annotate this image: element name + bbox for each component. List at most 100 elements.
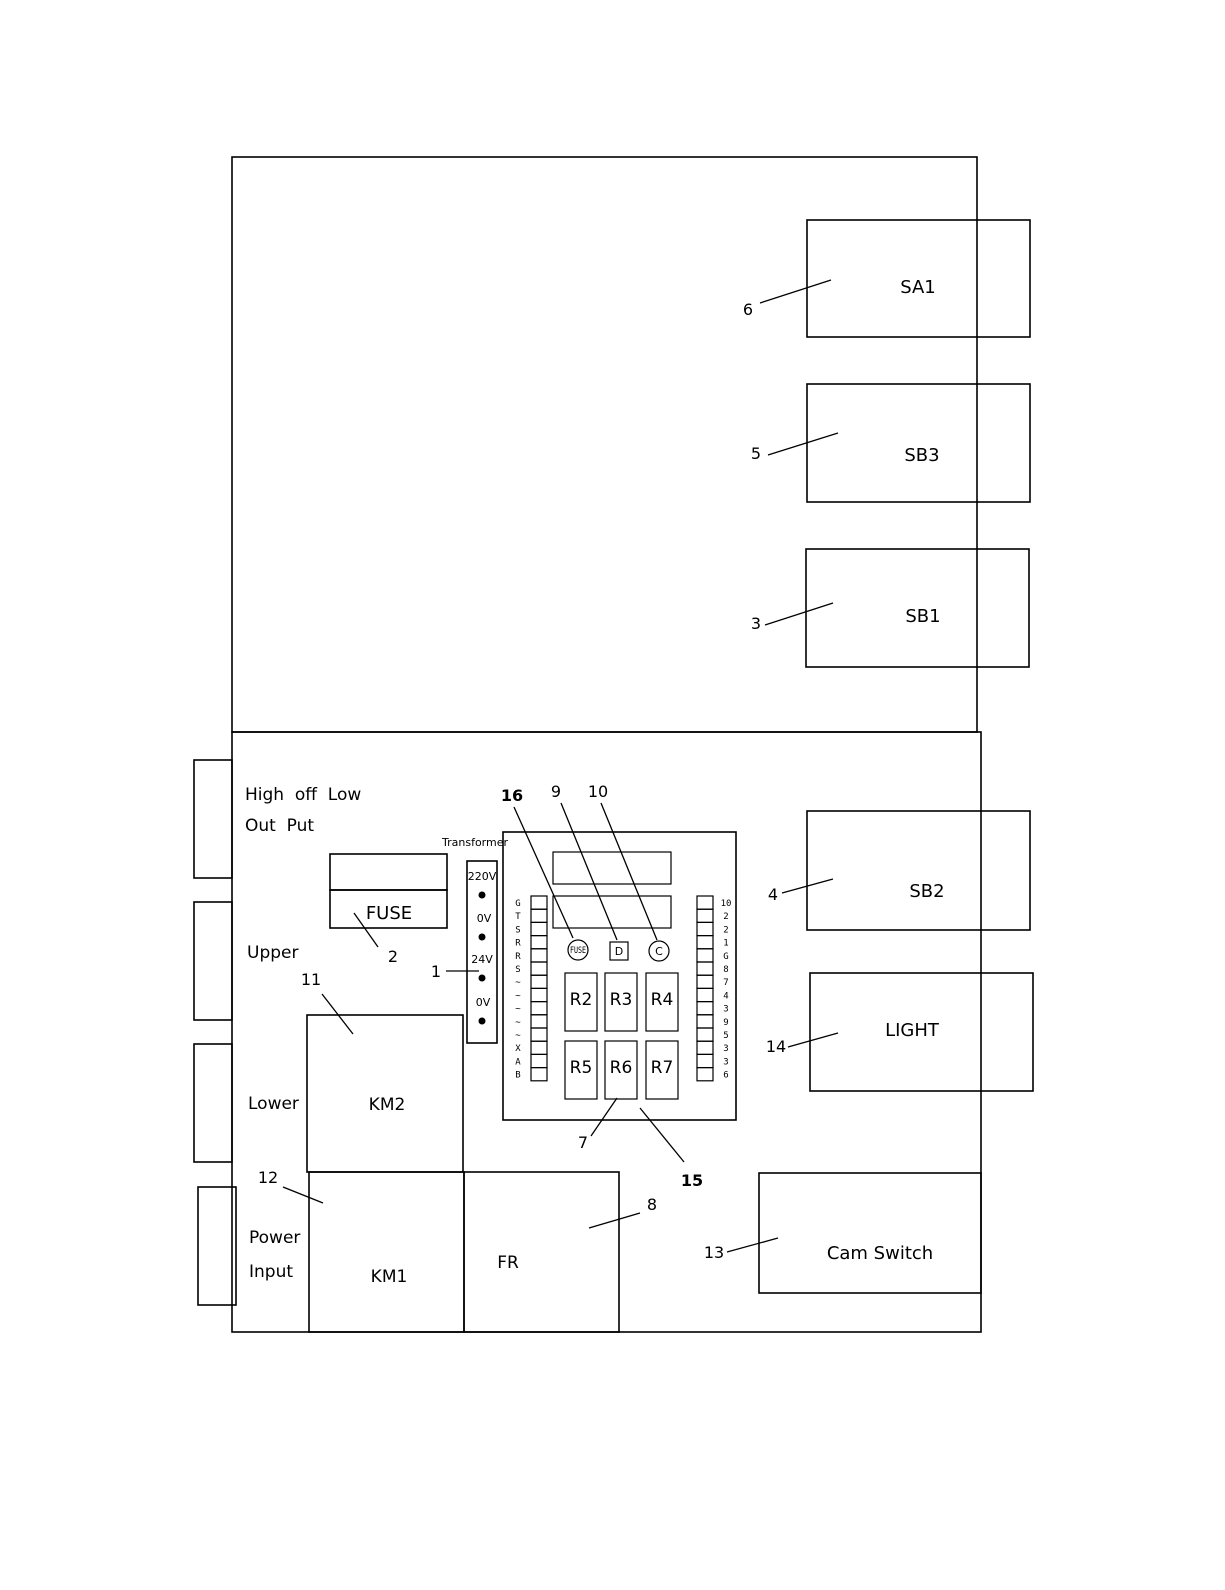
cam-switch-label: Cam Switch bbox=[827, 1243, 933, 1264]
right-terminal bbox=[697, 936, 713, 949]
leader-12 bbox=[283, 1187, 323, 1203]
sa1-label: SA1 bbox=[900, 277, 936, 298]
tab-upper bbox=[194, 902, 232, 1020]
km1-contactor bbox=[309, 1172, 464, 1332]
left-terminal-label: R bbox=[515, 939, 521, 949]
left-terminal bbox=[531, 988, 547, 1001]
right-terminal-label: 10 bbox=[721, 899, 732, 909]
leader-lines bbox=[283, 280, 838, 1252]
light-indicator: LIGHT bbox=[810, 973, 1033, 1091]
callout-2: 2 bbox=[388, 947, 398, 966]
relay-label-r6: R6 bbox=[610, 1058, 633, 1078]
right-terminal bbox=[697, 1015, 713, 1028]
callout-13: 13 bbox=[704, 1243, 724, 1262]
left-terminal bbox=[531, 1054, 547, 1067]
sb1-label: SB1 bbox=[905, 606, 940, 627]
left-terminal bbox=[531, 1015, 547, 1028]
left-terminal-label: S bbox=[515, 965, 520, 975]
fr-label: FR bbox=[497, 1253, 519, 1273]
right-terminal bbox=[697, 1054, 713, 1067]
left-terminal bbox=[531, 1041, 547, 1054]
relay-label-r2: R2 bbox=[570, 990, 593, 1010]
out-put-label: Out Put bbox=[245, 816, 314, 836]
leader-3 bbox=[765, 603, 833, 625]
sa1-switch: SA1 bbox=[807, 220, 1030, 337]
right-terminal-label: 3 bbox=[723, 1044, 728, 1054]
relay-label-r7: R7 bbox=[651, 1058, 674, 1078]
left-terminal-label: B bbox=[515, 1071, 520, 1081]
leader-6 bbox=[760, 280, 831, 303]
board-c-text: C bbox=[655, 945, 663, 958]
leader-8 bbox=[589, 1213, 640, 1228]
input-label: Input bbox=[249, 1262, 293, 1282]
leader-9 bbox=[561, 803, 617, 940]
right-terminal bbox=[697, 1002, 713, 1015]
left-terminal-label: T bbox=[515, 912, 521, 922]
left-terminal bbox=[531, 936, 547, 949]
right-terminal bbox=[697, 962, 713, 975]
callout-1: 1 bbox=[431, 962, 441, 981]
transformer-label: Transformer bbox=[441, 836, 508, 849]
left-terminal bbox=[531, 962, 547, 975]
lower-label: Lower bbox=[248, 1094, 299, 1114]
sb3-label: SB3 bbox=[904, 445, 939, 466]
high-off-low-label: High off Low bbox=[245, 785, 361, 805]
leader-5 bbox=[768, 433, 838, 455]
left-terminal bbox=[531, 1002, 547, 1015]
tab-output bbox=[194, 760, 232, 878]
fuse-block: FUSE bbox=[330, 854, 447, 928]
right-terminal-label: 2 bbox=[723, 912, 728, 922]
tap-220v: 220V bbox=[468, 870, 497, 883]
right-terminal bbox=[697, 1028, 713, 1041]
board-display-top bbox=[553, 852, 671, 884]
callout-8: 8 bbox=[647, 1195, 657, 1214]
left-terminal bbox=[531, 922, 547, 935]
callout-14: 14 bbox=[766, 1037, 786, 1056]
board-fuse-text: FUSE bbox=[570, 946, 586, 956]
leader-7 bbox=[591, 1098, 617, 1136]
leader-14 bbox=[788, 1033, 838, 1047]
tab-lower bbox=[194, 1044, 232, 1162]
cam-switch: Cam Switch bbox=[759, 1173, 981, 1293]
power-label: Power bbox=[249, 1228, 300, 1248]
right-terminal-label: 3 bbox=[723, 1005, 728, 1015]
km2-contactor bbox=[307, 1015, 463, 1172]
callout-3: 3 bbox=[751, 614, 761, 633]
km1-label: KM1 bbox=[371, 1267, 408, 1287]
right-terminal-label: 7 bbox=[723, 978, 728, 988]
right-terminal bbox=[697, 949, 713, 962]
tap-0v-a: 0V bbox=[477, 912, 492, 925]
leader-10 bbox=[601, 803, 657, 940]
callout-15: 15 bbox=[681, 1171, 703, 1190]
left-terminal-label: G bbox=[515, 899, 520, 909]
sb2-label: SB2 bbox=[909, 881, 944, 902]
callout-7: 7 bbox=[578, 1133, 588, 1152]
leader-15 bbox=[640, 1108, 684, 1162]
left-terminal bbox=[531, 909, 547, 922]
board-d-text: D bbox=[615, 945, 623, 958]
relay-label-r3: R3 bbox=[610, 990, 633, 1010]
right-terminal bbox=[697, 922, 713, 935]
callout-5: 5 bbox=[751, 444, 761, 463]
callout-11: 11 bbox=[301, 970, 321, 989]
right-terminal-label: 1 bbox=[723, 939, 728, 949]
upper-label: Upper bbox=[247, 943, 298, 963]
sb3-button: SB3 bbox=[807, 384, 1030, 502]
left-terminal bbox=[531, 949, 547, 962]
left-terminal bbox=[531, 1028, 547, 1041]
right-terminal-label: 8 bbox=[723, 965, 728, 975]
callout-4: 4 bbox=[768, 885, 778, 904]
callout-10: 10 bbox=[588, 782, 608, 801]
board-display-bottom bbox=[553, 896, 671, 928]
callout-16: 16 bbox=[501, 786, 523, 805]
left-terminal-label: A bbox=[515, 1057, 521, 1067]
left-terminal bbox=[531, 975, 547, 988]
right-terminal bbox=[697, 909, 713, 922]
left-terminal-label: ~ bbox=[515, 1005, 521, 1015]
fuse-label: FUSE bbox=[366, 903, 412, 924]
left-terminal-label: ~ bbox=[515, 1031, 521, 1041]
fr-thermal-relay bbox=[464, 1172, 619, 1332]
